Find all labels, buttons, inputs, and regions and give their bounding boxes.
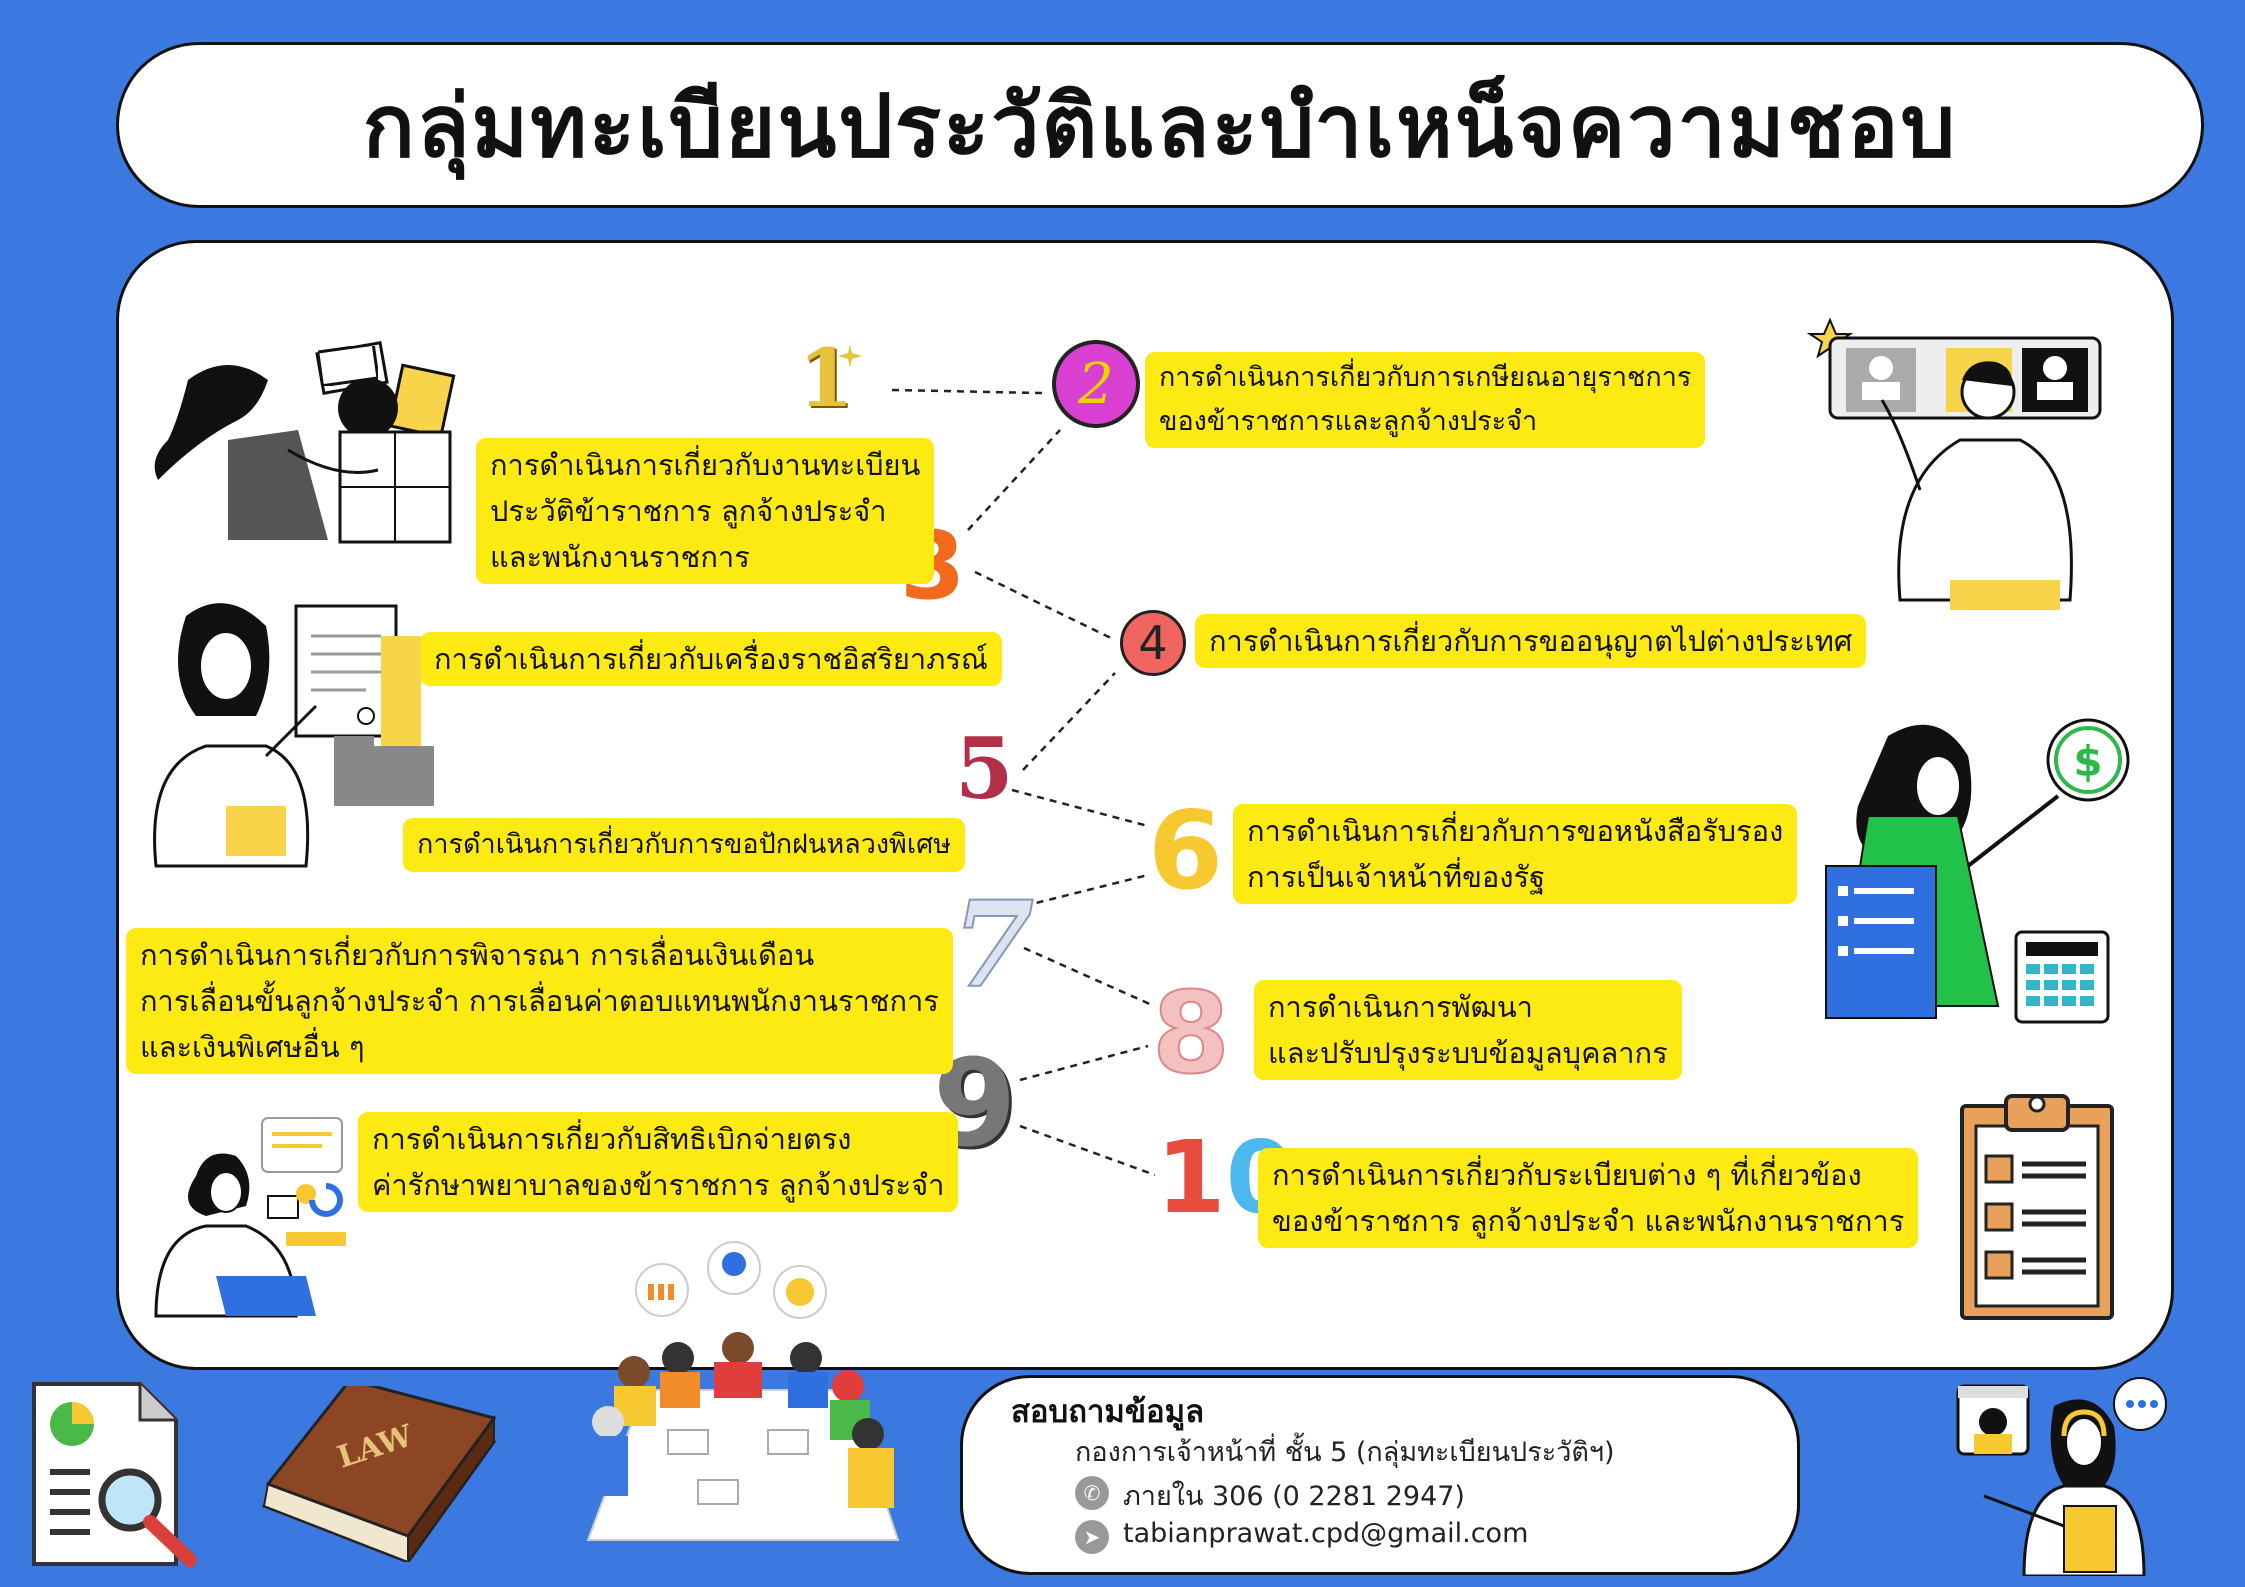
share-icon: ➤ — [1075, 1520, 1109, 1554]
number-1: 1 — [798, 331, 854, 425]
woman-with-box-illustration — [154, 341, 456, 544]
page-title: กลุ่มทะเบียนประวัติและบำเหน็จความชอบ — [362, 76, 1958, 177]
contact-email[interactable]: tabianprawat.cpd@gmail.com — [1123, 1518, 1529, 1549]
number-2-badge: 2 — [1052, 340, 1140, 428]
item-10-label: การดำเนินการเกี่ยวกับระเบียบต่าง ๆ ที่เก… — [1258, 1148, 1919, 1248]
item-2-label: การดำเนินการเกี่ยวกับการเกษียณอายุราชการ… — [1145, 352, 1706, 448]
star-icon — [838, 344, 862, 368]
item-3-label: การดำเนินการเกี่ยวกับเครื่องราชอิสริยาภร… — [420, 632, 1002, 686]
svg-text:$: $ — [2073, 737, 2102, 786]
number-5: 5 — [955, 719, 1014, 818]
item-4-label: การดำเนินการเกี่ยวกับการขออนุญาตไปต่างปร… — [1195, 614, 1867, 668]
number-8: 8 — [1151, 969, 1231, 1099]
dollar-icon — [318, 346, 378, 386]
woman-hijab-document-illustration — [153, 603, 434, 868]
item-7-label: การดำเนินการเกี่ยวกับการพิจารณา การเลื่อ… — [126, 928, 953, 1074]
team-meeting-illustration — [578, 1241, 900, 1541]
woman-finance-illustration: $ — [1825, 718, 2130, 1024]
item-1-label: การดำเนินการเกี่ยวกับงานทะเบียนประวัติข้… — [476, 438, 935, 584]
law-book-icon: LAW — [261, 1386, 497, 1562]
number-4: 4 — [1138, 616, 1168, 670]
document-search-icon — [32, 1382, 197, 1567]
item-8-label: การดำเนินการพัฒนาและปรับปรุงระบบข้อมูลบุ… — [1254, 980, 1682, 1080]
item-9-label: การดำเนินการเกี่ยวกับสิทธิเบิกจ่ายตรงค่า… — [358, 1112, 959, 1212]
item-5-label: การดำเนินการเกี่ยวกับการขอปักฝนหลวงพิเศษ — [403, 818, 966, 872]
number-7: 7 — [951, 875, 1035, 1014]
contact-phone: ภายใน 306 (0 2281 2947) — [1123, 1481, 1465, 1512]
title-banner: กลุ่มทะเบียนประวัติและบำเหน็จความชอบ — [116, 42, 2204, 208]
number-6: 6 — [1148, 789, 1224, 914]
item-6-label: การดำเนินการเกี่ยวกับการขอหนังสือรับรองก… — [1233, 804, 1798, 904]
contact-office: กองการเจ้าหน้าที่ ชั้น 5 (กลุ่มทะเบียนปร… — [1075, 1437, 1615, 1468]
clipboard-checklist-icon — [1960, 1094, 2114, 1320]
phone-icon: ✆ — [1075, 1476, 1109, 1510]
number-2: 2 — [1078, 351, 1114, 417]
person-laptop-illustration — [154, 1117, 346, 1318]
contact-info-box: สอบถามข้อมูล กองการเจ้าหน้าที่ ชั้น 5 (ก… — [960, 1375, 1800, 1575]
number-4-badge: 4 — [1120, 610, 1186, 676]
support-agent-illustration — [1956, 1377, 2167, 1576]
profile-selection-illustration — [1806, 317, 2102, 610]
contact-title: สอบถามข้อมูล — [1011, 1394, 1205, 1430]
